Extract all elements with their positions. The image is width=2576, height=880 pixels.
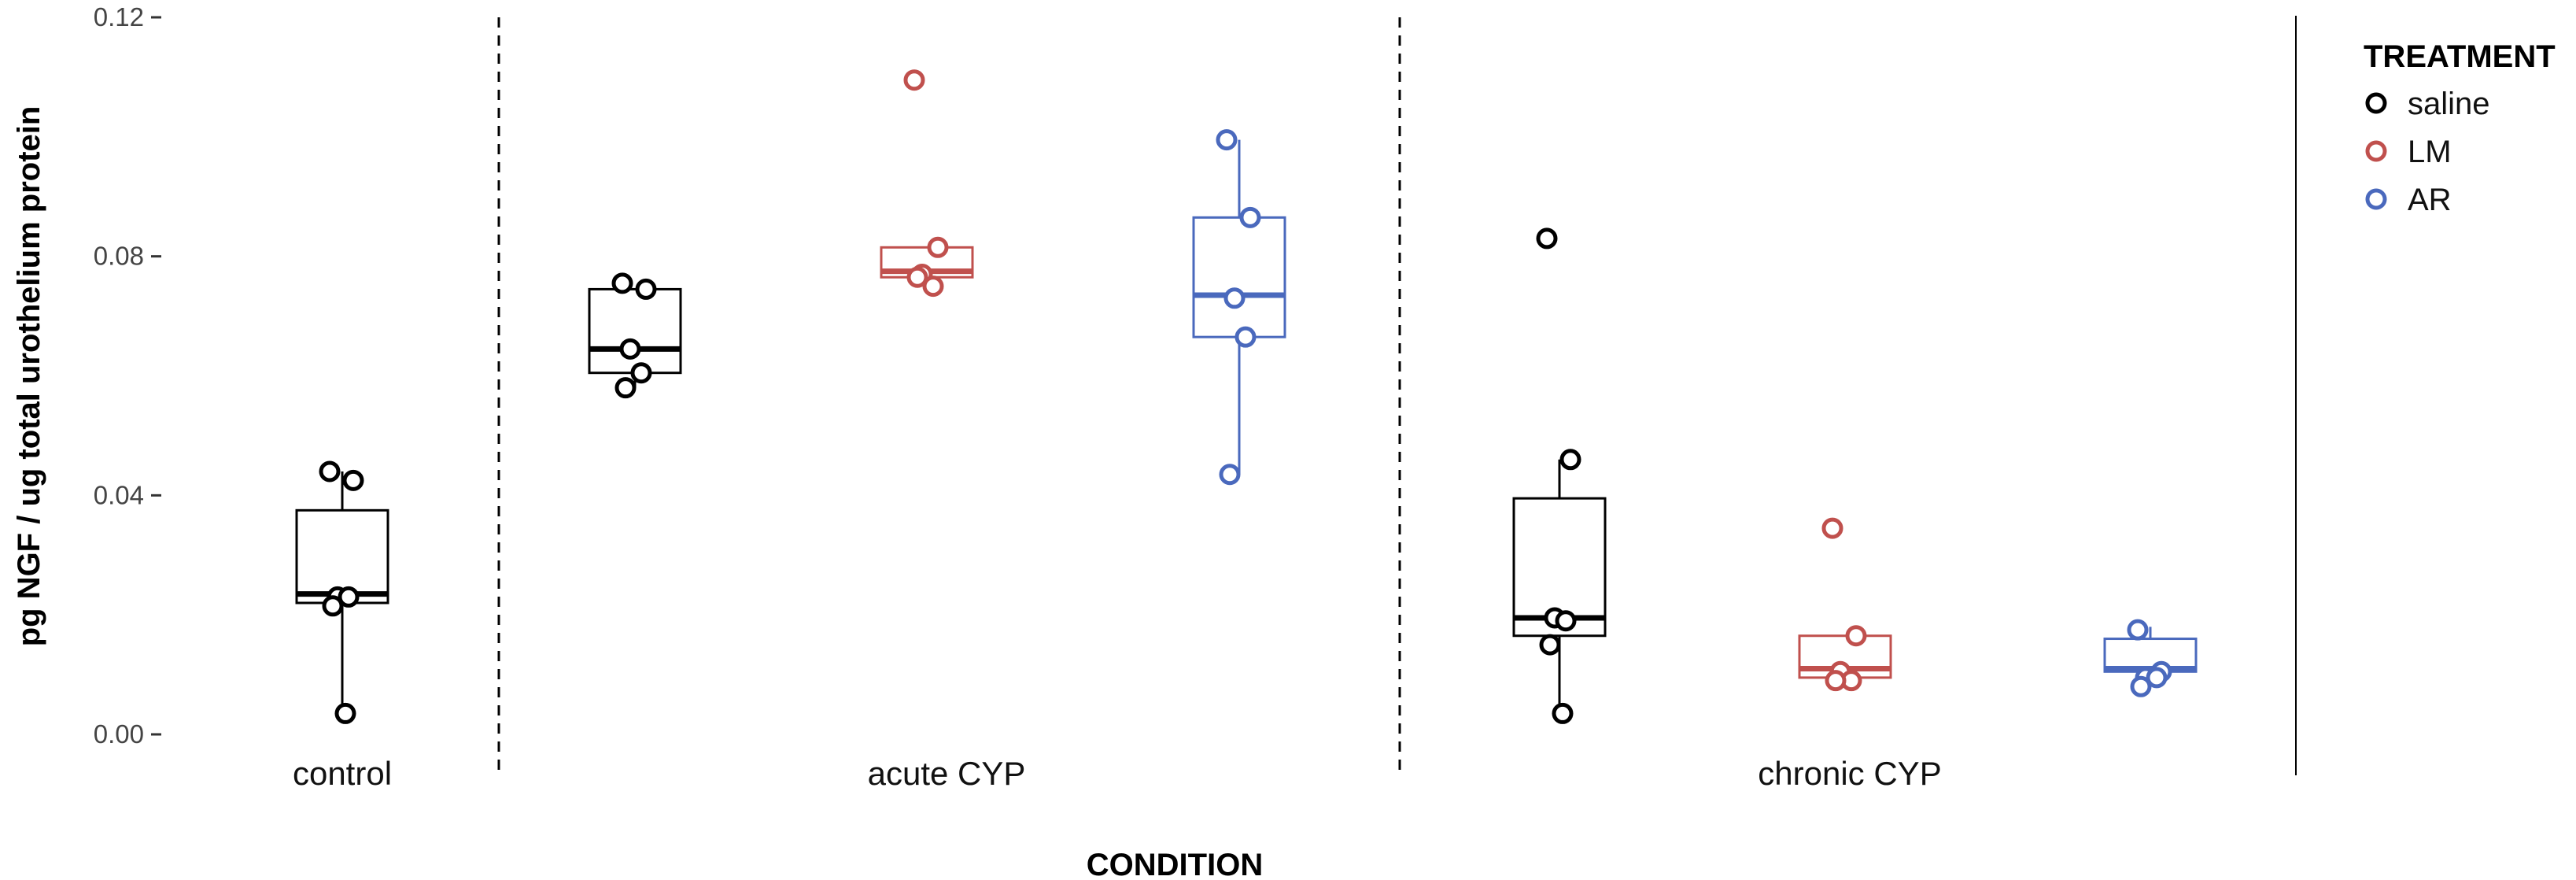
x-axis: control acute CYP chronic CYP <box>293 755 1942 792</box>
data-point <box>334 702 356 724</box>
x-category-label: acute CYP <box>868 755 1026 792</box>
y-tick-label: 0.12 <box>94 2 144 31</box>
data-point <box>927 236 949 258</box>
data-point <box>1223 287 1246 309</box>
data-point <box>2127 619 2149 641</box>
data-point <box>635 278 657 300</box>
data-point <box>1825 670 1847 692</box>
data-point <box>1216 129 1238 151</box>
legend-label-ar: AR <box>2408 183 2452 217</box>
data-point <box>906 266 928 288</box>
data-point <box>1552 702 1574 724</box>
x-category-label: control <box>293 755 392 792</box>
y-axis: 0.00 0.04 0.08 0.12 <box>94 2 161 749</box>
x-axis-title: CONDITION <box>1087 848 1263 880</box>
data-point <box>630 362 652 384</box>
data-point <box>619 338 641 360</box>
data-point <box>903 69 925 91</box>
data-point <box>1555 610 1577 632</box>
data-point <box>342 469 364 491</box>
legend-key-ar <box>2365 188 2387 210</box>
data-point <box>614 377 637 399</box>
legend-title: TREATMENT <box>2364 39 2556 74</box>
data-point <box>2146 667 2168 689</box>
box-iqr <box>1512 497 1607 638</box>
data-point <box>1539 634 1561 656</box>
box-chronic-cyp-saline <box>1512 459 1607 711</box>
data-point <box>1845 625 1867 647</box>
data-point <box>1536 227 1558 250</box>
data-point <box>1219 464 1241 486</box>
condition-separators <box>497 17 1401 775</box>
data-point <box>322 595 344 617</box>
y-tick-label: 0.04 <box>94 480 144 509</box>
data-points <box>319 69 2172 724</box>
y-axis-title: pg NGF / ug total urothelium protein <box>12 106 46 647</box>
data-point <box>611 272 633 294</box>
data-point <box>922 275 944 298</box>
box-iqr <box>1192 216 1286 338</box>
data-point <box>1821 517 1843 539</box>
x-category-label: chronic CYP <box>1758 755 1941 792</box>
data-point <box>319 460 341 483</box>
data-point <box>2130 675 2152 697</box>
y-tick-label: 0.08 <box>94 242 144 271</box>
data-point <box>1239 206 1261 228</box>
legend-key-lm <box>2365 140 2387 162</box>
box-iqr <box>588 287 682 375</box>
data-point <box>1234 326 1257 348</box>
data-point <box>338 586 360 608</box>
legend-key-saline <box>2365 92 2387 114</box>
data-point <box>1559 449 1581 471</box>
y-tick-label: 0.00 <box>94 719 144 749</box>
legend-label-saline: saline <box>2408 87 2490 121</box>
legend-label-lm: LM <box>2408 135 2452 169</box>
